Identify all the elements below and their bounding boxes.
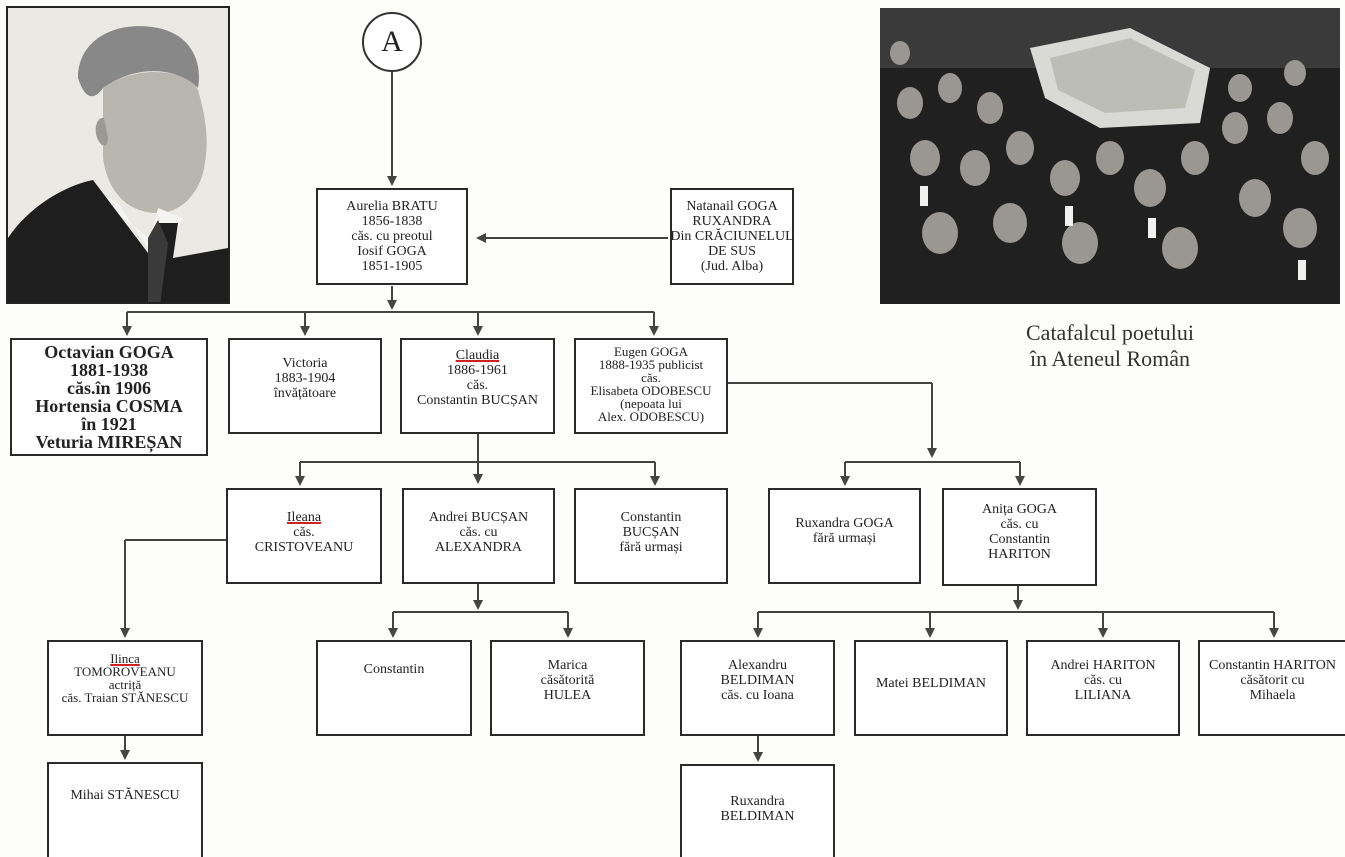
box-octavian-goga: Octavian GOGA 1881-1938 căs.în 1906 Hort… [10, 338, 208, 456]
box-line: DE SUS [708, 244, 756, 259]
box-victoria: Victoria 1883-1904 învățătoare [228, 338, 382, 434]
marker-a: A [362, 12, 422, 72]
box-line: Mihai STĂNESCU [70, 788, 180, 803]
box-constantin-hariton: Constantin HARITON căsătorit cu Mihaela [1198, 640, 1345, 736]
man-portrait-icon [8, 8, 228, 302]
box-line: Iosif GOGA [357, 244, 427, 259]
box-anita-goga: Anița GOGA căs. cu Constantin HARITON [942, 488, 1097, 586]
box-line: Din CRĂCIUNELUL [670, 229, 794, 244]
box-ileana: Ileana căs. CRISTOVEANU [226, 488, 382, 584]
box-natanail-goga: Natanail GOGA RUXANDRA Din CRĂCIUNELUL D… [670, 188, 794, 285]
caption-line2: în Ateneul Român [1029, 346, 1191, 371]
box-line: Constantin HARITON [1209, 658, 1336, 673]
box-line: căsătorită [540, 673, 595, 688]
box-line: Constantin [363, 662, 425, 677]
box-line: BUCȘAN [622, 525, 680, 540]
box-line: Octavian GOGA [44, 342, 174, 362]
box-line: căs. [466, 378, 489, 393]
box-line: RUXANDRA [692, 214, 772, 229]
box-line: Veturia MIREȘAN [35, 432, 183, 452]
box-line: (Jud. Alba) [700, 259, 764, 274]
box-line: învățătoare [273, 386, 337, 401]
box-line: Claudia [455, 348, 500, 363]
box-line: ALEXANDRA [434, 540, 523, 555]
box-andrei-bucsan: Andrei BUCȘAN căs. cu ALEXANDRA [402, 488, 555, 584]
box-aurelia-bratu: Aurelia BRATU 1856-1838 căs. cu preotul … [316, 188, 468, 285]
box-line: căs. cu [459, 525, 498, 540]
caption-line1: Catafalcul poetului [1026, 320, 1194, 345]
box-eugen-goga: Eugen GOGA 1888-1935 publicist căs. Elis… [574, 338, 728, 434]
box-line: Marica [547, 658, 588, 673]
box-line: 1881-1938 [70, 360, 148, 380]
box-line: căs.în 1906 [66, 378, 151, 398]
box-line: BELDIMAN [720, 809, 795, 824]
box-line: căs. [641, 370, 661, 385]
box-line: (nepoata lui [620, 396, 682, 411]
box-line: Hortensia COSMA [35, 396, 183, 416]
box-line: căs. cu preotul [351, 229, 433, 244]
box-line: Eugen GOGA [613, 344, 688, 359]
box-constantin: Constantin [316, 640, 472, 736]
box-line: HULEA [543, 688, 592, 703]
box-line: căs. Traian STĂNESCU [61, 690, 189, 705]
catafalque-photo [880, 8, 1340, 304]
box-line: Constantin [620, 510, 682, 525]
box-line: fără urmași [812, 531, 877, 546]
box-line: 1886-1961 [447, 363, 508, 378]
box-line: Aurelia BRATU [346, 199, 438, 214]
box-ilinca-tomoroveanu: Ilinca TOMOROVEANU actriță căs. Traian S… [47, 640, 203, 736]
box-line: Alexandru [727, 658, 788, 673]
photo-caption: Catafalcul poetului în Ateneul Român [960, 320, 1260, 372]
box-line: 1888-1935 publicist [598, 357, 704, 372]
box-line: Ileana [286, 510, 322, 525]
box-line: Elisabeta ODOBESCU [590, 383, 712, 398]
box-constantin-bucsan: Constantin BUCȘAN fără urmași [574, 488, 728, 584]
box-mihai-stanescu: Mihai STĂNESCU [47, 762, 203, 857]
box-ruxandra-beldiman: Ruxandra BELDIMAN [680, 764, 835, 857]
box-line: Andrei HARITON [1050, 658, 1156, 673]
box-line: CRISTOVEANU [254, 540, 354, 555]
box-line: Anița GOGA [981, 502, 1058, 517]
box-line: Ruxandra [730, 794, 785, 809]
box-line: căs. cu [1083, 673, 1123, 688]
box-matei-beldiman: Matei BELDIMAN [854, 640, 1008, 736]
box-line: actriță [108, 677, 142, 692]
box-line: Constantin [989, 532, 1050, 547]
box-line: căs. [293, 525, 315, 540]
box-line: Ruxandra GOGA [795, 516, 894, 531]
box-claudia: Claudia 1886-1961 căs. Constantin BUCȘAN [400, 338, 555, 434]
box-line: căs. cu Ioana [721, 688, 794, 703]
box-line: Natanail GOGA [686, 199, 778, 214]
box-andrei-hariton: Andrei HARITON căs. cu LILIANA [1026, 640, 1180, 736]
box-line: Alex. ODOBESCU) [597, 409, 705, 424]
box-line: BELDIMAN [720, 673, 795, 688]
box-line: Victoria [282, 356, 328, 371]
box-ruxandra-goga: Ruxandra GOGA fără urmași [768, 488, 921, 584]
box-line: LILIANA [1074, 688, 1132, 703]
box-line: HARITON [988, 547, 1051, 562]
portrait-photo [6, 6, 230, 304]
box-marica: Marica căsătorită HULEA [490, 640, 645, 736]
box-line: 1883-1904 [274, 371, 336, 386]
box-line: căsătorit cu [1240, 673, 1305, 688]
box-line: Ilinca [110, 651, 140, 666]
box-line: în 1921 [81, 414, 137, 434]
box-line: fără urmași [619, 540, 683, 555]
crowd-photo-icon [880, 8, 1340, 304]
box-line: 1856-1838 [361, 214, 423, 229]
box-line: Matei BELDIMAN [875, 676, 987, 691]
box-line: Mihaela [1249, 688, 1296, 703]
box-line: căs. cu [1000, 517, 1039, 532]
box-line: Constantin BUCȘAN [417, 393, 538, 408]
box-line: Andrei BUCȘAN [428, 510, 529, 525]
box-line: 1851-1905 [361, 259, 423, 274]
box-alexandru-beldiman: Alexandru BELDIMAN căs. cu Ioana [680, 640, 835, 736]
box-line: TOMOROVEANU [74, 664, 176, 679]
